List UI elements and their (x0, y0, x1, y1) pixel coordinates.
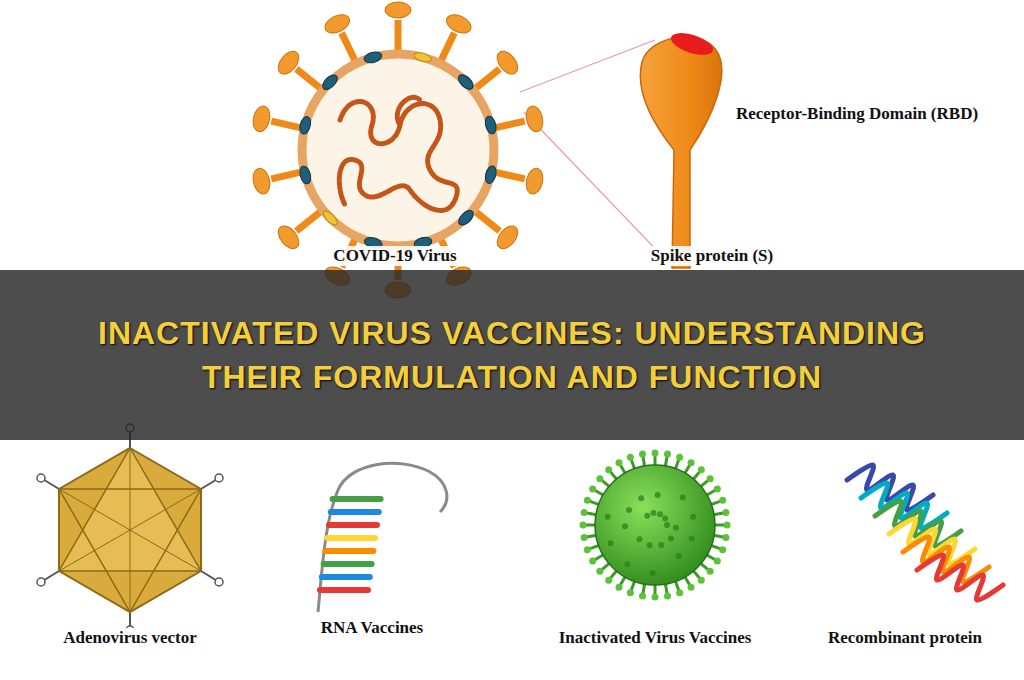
title-banner: INACTIVATED VIRUS VACCINES: UNDERSTANDIN… (0, 270, 1024, 440)
title: INACTIVATED VIRUS VACCINES: UNDERSTANDIN… (72, 311, 952, 399)
figure-label: Spike protein (S) (648, 246, 777, 266)
figure-label: Adenovirus vector (60, 628, 200, 648)
rna-strand-icon (318, 463, 447, 612)
leader-line (520, 40, 655, 92)
figure-label: Recombinant protein (825, 628, 985, 648)
protein-ribbon-icon (847, 465, 1003, 600)
spike-protein (640, 37, 722, 268)
rbd-region (668, 29, 715, 60)
leader-line (524, 112, 668, 262)
inactivated-virus-icon (580, 450, 731, 601)
figure-label: RNA Vaccines (318, 618, 426, 638)
viral-rna (339, 97, 457, 210)
figure-label: COVID-19 Virus (330, 246, 459, 266)
adenovirus-icon (37, 424, 223, 634)
figure-label: Receptor-Binding Domain (RBD) (733, 104, 981, 124)
figure-label: Inactivated Virus Vaccines (556, 628, 755, 648)
virus-membrane (302, 54, 494, 246)
virus-spikes (251, 2, 545, 298)
membrane-proteins (298, 50, 498, 250)
